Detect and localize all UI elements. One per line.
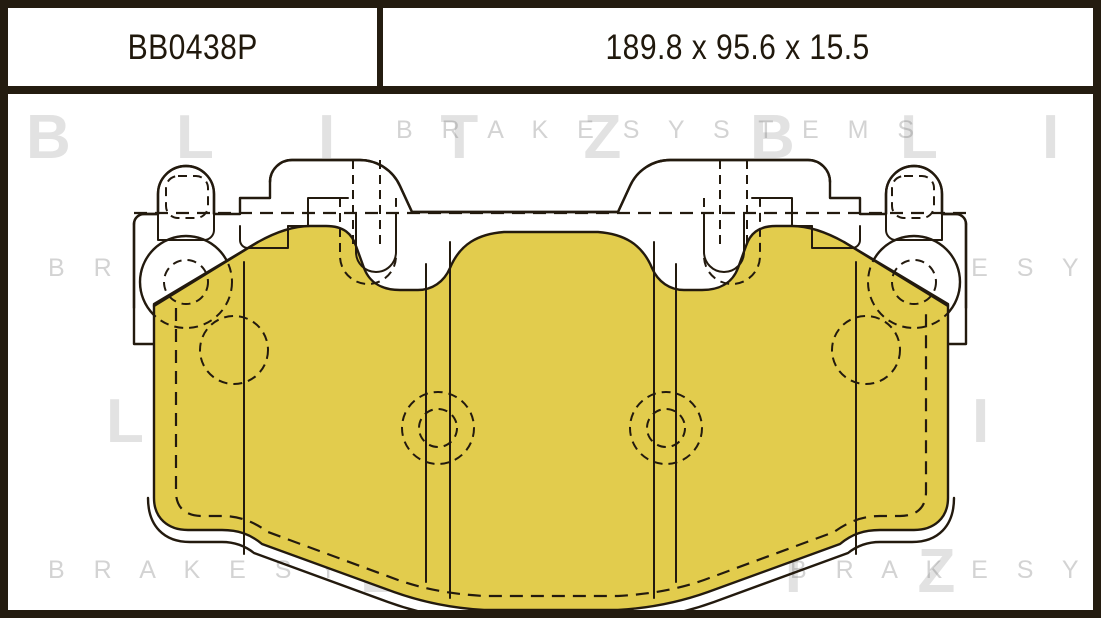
watermark-text: B R A K E S Y S T E M S	[48, 254, 1093, 283]
watermark-text: B L I T Z	[750, 102, 1093, 173]
watermark-text: B L I T Z	[680, 386, 1093, 457]
watermark-tagline: B R A K E S Y S T E M S	[790, 556, 1093, 584]
dimensions-cell: 189.8 x 95.6 x 15.5	[383, 8, 1093, 86]
watermark-text: B R A K E S Y S T E M S	[396, 116, 1093, 145]
watermark-text: B L I T Z	[8, 386, 1041, 457]
watermark-tagline: B R A K E S Y S T E M S	[790, 254, 1093, 282]
dimensions-text: 189.8 x 95.6 x 15.5	[605, 27, 871, 67]
watermark-text: B R A K E S Y S T E M S	[396, 412, 1093, 441]
watermark-tagline: B R A K E S Y S T E M S	[396, 116, 926, 144]
watermark-text: B R A K E S Y S T E M S	[48, 556, 1093, 585]
watermark-text: B R A K E S Y S T E M S	[790, 254, 1093, 283]
watermark-brand: B L I T Z	[8, 387, 596, 456]
watermark-tagline: B R A K E S Y S T E M S	[48, 254, 578, 282]
watermark-layer: B L I T ZB R A K E S Y S T E M SB L I T …	[8, 94, 1093, 610]
part-number-text: BB0438P	[127, 27, 258, 67]
brake-pad-drawing: .sld { fill:none; stroke:#231a0e; stroke…	[8, 94, 1093, 610]
watermark-tagline: B R A K E S Y S T E M S	[396, 412, 926, 440]
watermark-brand: B L I T Z	[26, 103, 666, 172]
watermark-brand: B L I T Z	[680, 387, 1093, 456]
watermark-text: B L I T Z	[26, 102, 1093, 173]
watermark-brand: B L I T Z	[360, 537, 1000, 606]
watermark-tagline: B R A K E S Y S T E M S	[48, 556, 578, 584]
spec-table: BB0438P 189.8 x 95.6 x 15.5	[8, 8, 1093, 94]
watermark-text: B R A K E S Y S T E M S	[790, 556, 1093, 585]
watermark-text: B L I T Z	[360, 536, 1093, 607]
part-number-cell: BB0438P	[8, 8, 383, 86]
watermark-brand: B L I T Z	[750, 103, 1093, 172]
